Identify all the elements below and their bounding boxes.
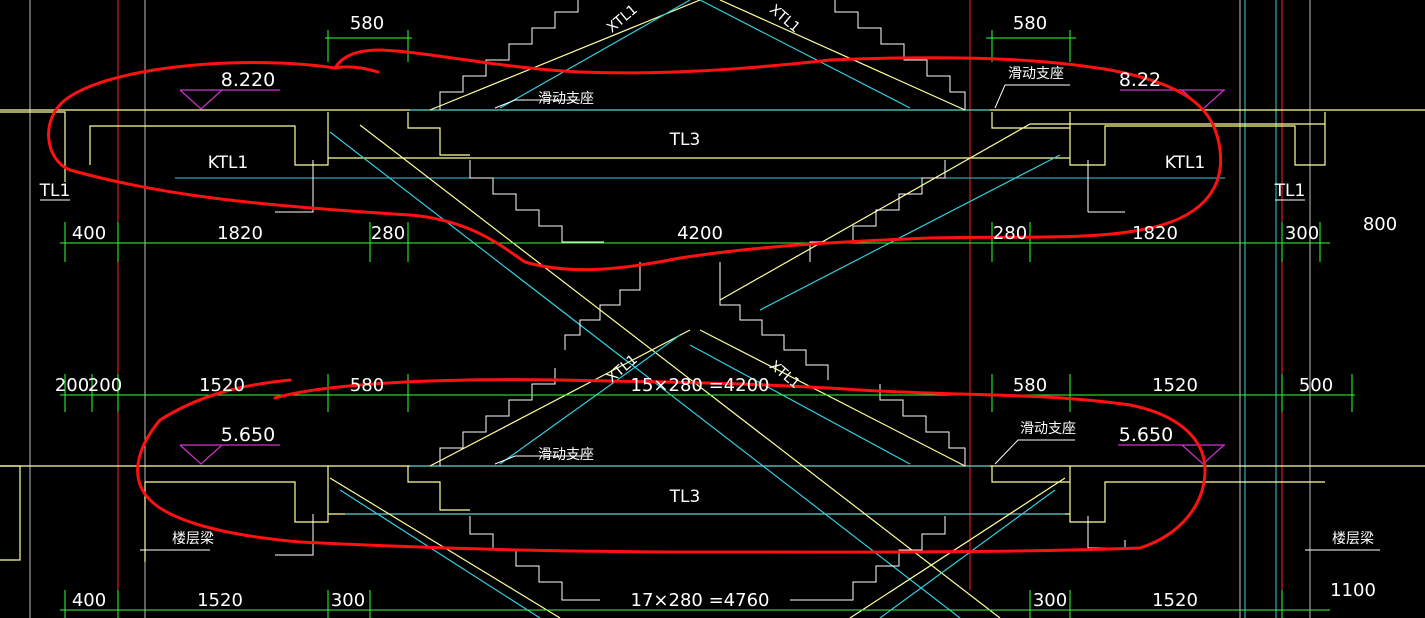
dimension-lines (60, 30, 1355, 618)
upper-beam-left-label: KTL1 (208, 153, 249, 173)
lower-support-right-label: 滑动支座 (1020, 420, 1076, 437)
lower-dim-bottom-1520-left: 1520 (197, 590, 243, 611)
lower-level-left: 5.650 (221, 424, 275, 446)
lower-dim-bottom-1520-right: 1520 (1152, 590, 1198, 611)
stair-flights (329, 0, 1066, 618)
lower-floor-beam-left-label: 楼层梁 (172, 531, 214, 547)
upper-dim-bottom-300: 300 (1285, 223, 1319, 244)
upper-support-left-label: 滑动支座 (538, 90, 594, 107)
cyan-edge-lines (1244, 0, 1277, 618)
upper-dim-bottom-280-right: 280 (993, 223, 1027, 244)
axis-lines (117, 0, 1283, 618)
upper-dim-top-left: 580 (350, 13, 384, 34)
lower-dim-top-steps: 15×280 =4200 (631, 375, 770, 396)
upper-level-left: 8.220 (221, 69, 275, 91)
upper-column-left-label: TL1 (39, 181, 71, 201)
upper-flight-left-label: XTL1 (604, 2, 641, 37)
lower-dim-top-500: 500 (1299, 375, 1333, 396)
lower-beam-center-label: TL3 (669, 487, 701, 507)
red-markup (47, 48, 1223, 554)
upper-beam-center-label: TL3 (669, 130, 701, 150)
lower-dim-top-200-b: 200 (88, 375, 122, 396)
upper-markup-loop (47, 48, 1223, 272)
stair-steps (439, 0, 966, 601)
upper-level-right: 8.22 (1119, 69, 1161, 91)
upper-column-right-label: TL1 (1274, 181, 1306, 201)
leader-lines (40, 84, 1380, 556)
lower-floor-beam-right-label: 楼层梁 (1332, 531, 1374, 547)
upper-dim-bottom-1820-right: 1820 (1132, 223, 1178, 244)
lower-dim-top-1520-left: 1520 (199, 375, 245, 396)
upper-flight-right-label: XTL1 (766, 2, 803, 37)
upper-beam-right-label: KTL1 (1165, 153, 1206, 173)
upper-dim-bottom-280-left: 280 (371, 223, 405, 244)
upper-support-right-label: 滑动支座 (1008, 65, 1064, 82)
lower-support-left-label: 滑动支座 (538, 446, 594, 463)
lower-dim-bottom-300-right: 300 (1033, 590, 1067, 611)
upper-dim-bottom-400: 400 (72, 223, 106, 244)
lower-level-right: 5.650 (1119, 424, 1173, 446)
lower-markup-loop (136, 378, 1207, 554)
lower-right-value: 1100 (1330, 580, 1376, 601)
lower-dim-top-1520-right: 1520 (1152, 375, 1198, 396)
upper-dim-bottom-1820-left: 1820 (217, 223, 263, 244)
upper-dim-bottom-4200: 4200 (677, 223, 723, 244)
upper-right-value: 800 (1363, 214, 1397, 235)
lower-dim-bottom-400: 400 (72, 590, 106, 611)
lower-flight-right-label: XTL1 (766, 358, 803, 393)
lower-dim-top-580-left: 580 (350, 375, 384, 396)
upper-rebar (175, 109, 1225, 179)
lower-dim-bottom-300-left: 300 (331, 590, 365, 611)
upper-dim-top-right: 580 (1013, 13, 1047, 34)
lower-dim-top-580-right: 580 (1013, 375, 1047, 396)
lower-rebar (345, 465, 1065, 515)
lower-dim-bottom-steps: 17×280 =4760 (631, 590, 770, 611)
lower-dim-top-200-a: 200 (55, 375, 89, 396)
